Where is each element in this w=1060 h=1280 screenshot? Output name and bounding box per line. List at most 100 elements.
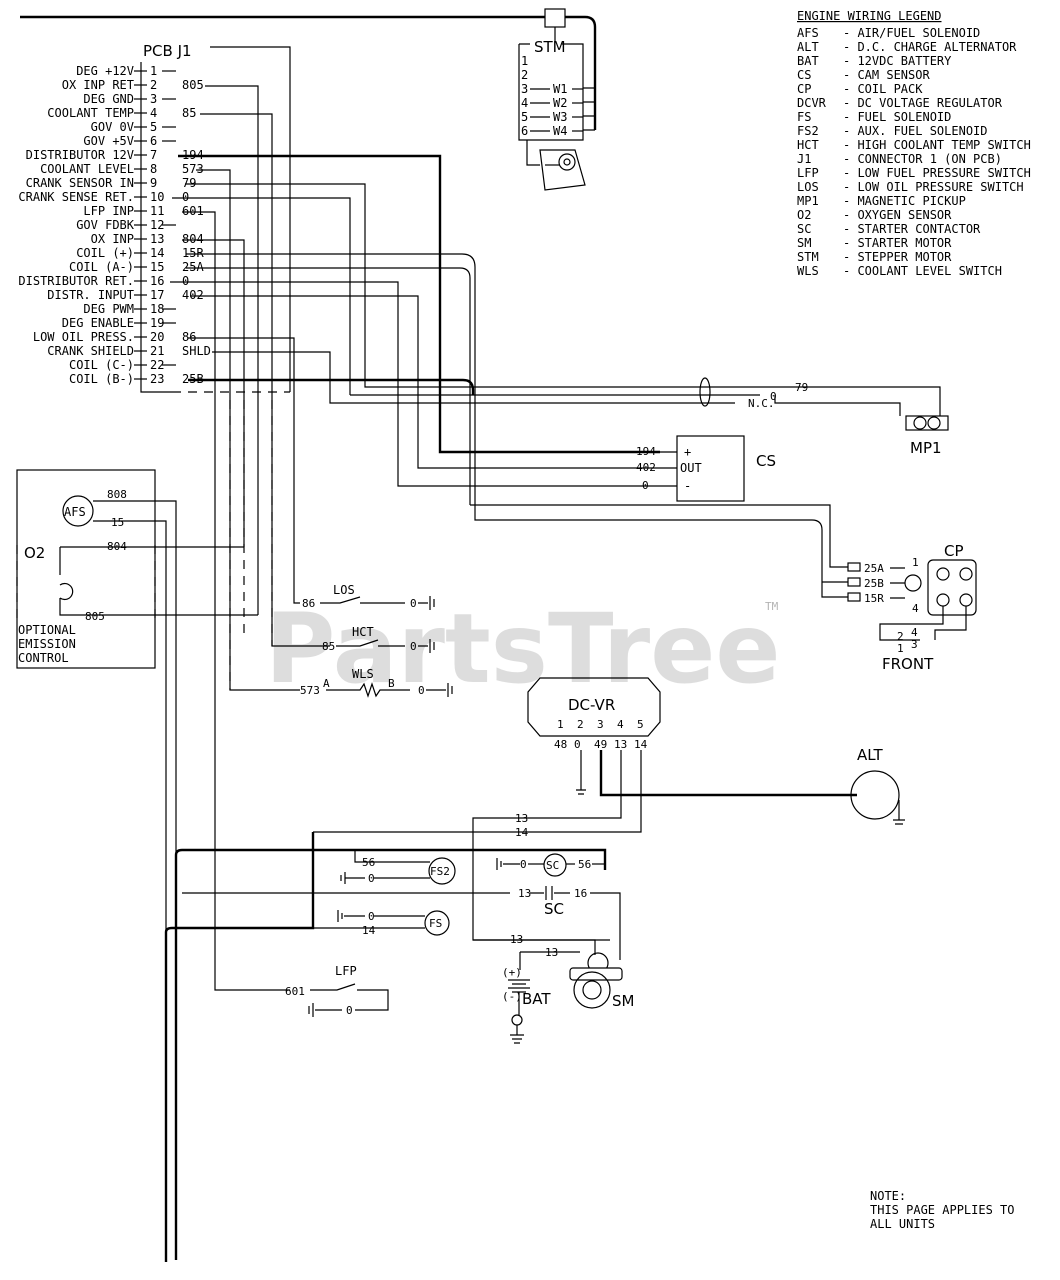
legend-code: BAT [797,54,819,68]
legend-code: O2 [797,208,811,222]
engine-wiring-legend: ENGINE WIRING LEGEND AFS - AIR/FUEL SOLEN… [797,9,1031,278]
pcb-pin-number: 12 [150,218,164,232]
legend-desc: - AIR/FUEL SOLENOID [843,26,980,40]
legend-code: LOS [797,180,819,194]
dcvr-wire: 49 [594,738,607,751]
svg-text:OUT: OUT [680,461,702,475]
pcb-pin-wire: 804 [182,232,204,246]
legend-code: MP1 [797,194,819,208]
pcb-pin-label: DEG PWM [83,302,134,316]
dcvr-wire: 13 [614,738,627,751]
stepper-motor-icon [539,149,586,191]
pcb-pin-wire: 601 [182,204,204,218]
legend-desc: - DC VOLTAGE REGULATOR [843,96,1003,110]
pcb-pin-wire: 15R [182,246,204,260]
optional-emission-control: AFS 808 15 O2 804 805 OPTIONAL EMISSION … [16,469,258,1262]
legend-desc: - MAGNETIC PICKUP [843,194,966,208]
pcb-pin-label: COIL (+) [76,246,134,260]
los-switch: LOS 86 0 [302,583,435,610]
legend-desc: - LOW FUEL PRESSURE SWITCH [843,166,1031,180]
pcb-pin-wire: 25A [182,260,204,274]
pcb-pin-number: 19 [150,316,164,330]
legend-code: DCVR [797,96,827,110]
pcb-pin-wire: 85 [182,106,196,120]
svg-text:0: 0 [368,910,375,923]
pcb-pin-number: 5 [150,120,157,134]
pcb-pin-wire: 805 [182,78,204,92]
svg-text:15: 15 [111,516,124,529]
svg-text:B: B [388,677,395,690]
svg-text:25A: 25A [864,562,884,575]
legend-code: WLS [797,264,819,278]
legend-code: AFS [797,26,819,40]
svg-text:0: 0 [642,479,649,492]
pcb-pin-number: 14 [150,246,164,260]
svg-text:573: 573 [300,684,320,697]
pcb-pin-wire: SHLD [182,344,211,358]
legend-code: STM [797,250,819,264]
svg-text:WLS: WLS [352,667,374,681]
svg-text:85: 85 [322,640,335,653]
pcb-pin-label: COIL (B-) [69,372,134,386]
svg-text:56: 56 [578,858,591,871]
svg-text:CONTROL: CONTROL [18,651,69,665]
pcb-pin-label: COOLANT LEVEL [40,162,134,176]
pcb-pin-label: CRANK SHIELD [47,344,134,358]
svg-text:79: 79 [795,381,808,394]
svg-text:86: 86 [302,597,315,610]
svg-text:25B: 25B [864,577,884,590]
dcvr-wire: 48 [554,738,567,751]
svg-text:3: 3 [911,638,918,651]
stm-pin: 3 [521,82,528,96]
pcb-pin-label: GOV 0V [91,120,134,134]
legend-desc: - STARTER CONTACTOR [843,222,981,236]
svg-text:56: 56 [362,856,375,869]
pcb-pin-number: 1 [150,64,157,78]
legend-desc: - CONNECTOR 1 (ON PCB) [843,152,1002,166]
legend-title: ENGINE WIRING LEGEND [797,9,942,23]
cam-sensor: + OUT - 194 402 0 CS [636,435,776,502]
legend-code: CP [797,82,811,96]
svg-text:13: 13 [515,812,528,825]
starter-motor: SM [569,952,634,1010]
pcb-pin-number: 9 [150,176,157,190]
dcvr-pin: 5 [637,718,644,731]
svg-text:0: 0 [346,1004,353,1017]
legend-code: J1 [797,152,811,166]
dcvr-pin: 1 [557,718,564,731]
pcb-pin-label: GOV FDBK [76,218,135,232]
legend-desc: - FUEL SOLENOID [843,110,951,124]
pcb-pin-number: 13 [150,232,164,246]
svg-text:ALL UNITS: ALL UNITS [870,1217,935,1231]
svg-text:0: 0 [770,390,777,403]
svg-text:2: 2 [897,630,904,643]
svg-text:15R: 15R [864,592,884,605]
svg-text:HCT: HCT [352,625,374,639]
harness-wires [170,85,941,991]
svg-text:A: A [323,677,330,690]
dcvr-pin: 4 [617,718,624,731]
svg-text:(-): (-) [502,990,522,1003]
legend-desc: - LOW OIL PRESSURE SWITCH [843,180,1024,194]
svg-text:N.C.: N.C. [748,397,775,410]
svg-text:0: 0 [368,872,375,885]
legend-desc: - HIGH COOLANT TEMP SWITCH [843,138,1031,152]
stm-wire: W2 [553,96,567,110]
pcb-pin-number: 8 [150,162,157,176]
top-harness [20,8,597,130]
mp1-label: MP1 [910,439,942,457]
pcb-pin-label: OX INP RET [62,78,134,92]
svg-text:THIS PAGE APPLIES TO: THIS PAGE APPLIES TO [870,1203,1015,1217]
pcb-pin-label: CRANK SENSE RET. [18,190,134,204]
pcb-pin-wire: 402 [182,288,204,302]
svg-text:0: 0 [410,640,417,653]
svg-text:4: 4 [911,626,918,639]
pcb-pin-number: 2 [150,78,157,92]
legend-code: HCT [797,138,819,152]
pcb-title: PCB J1 [143,42,192,60]
partstree-watermark: PartsTree TM [265,593,780,705]
